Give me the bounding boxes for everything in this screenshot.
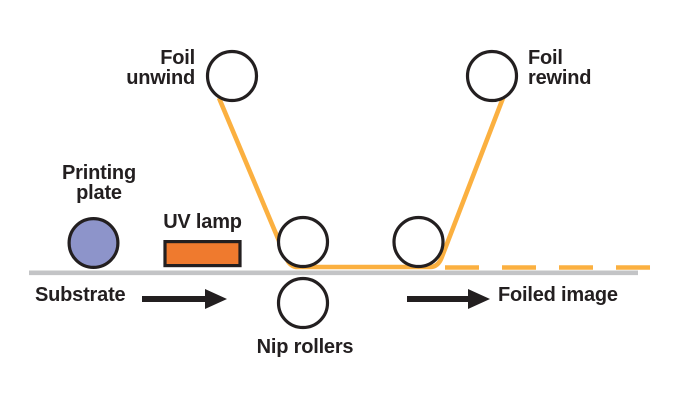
foiled-image-direction-arrow	[407, 289, 490, 309]
nip-roller-lower	[276, 276, 330, 330]
printing-plate-label: Printing plate	[62, 162, 136, 204]
foil-rewind-roller	[465, 49, 519, 103]
nip-roller-upper-left	[276, 215, 330, 269]
nip-rollers-label: Nip rollers	[256, 336, 354, 358]
foil-rewind-label: Foil rewind	[528, 47, 592, 89]
substrate-direction-arrow	[142, 289, 227, 309]
uv-lamp-label: UV lamp	[163, 211, 242, 233]
printing-plate-cylinder	[67, 217, 120, 270]
foil-unwind-roller	[205, 49, 259, 103]
foiled-image-label: Foiled image	[498, 284, 618, 306]
uv-lamp-box	[163, 240, 242, 268]
nip-roller-upper-right	[392, 215, 445, 269]
foil-unwind-label: Foil unwind	[126, 47, 195, 89]
foil-web-path	[216, 97, 506, 270]
substrate-label: Substrate	[35, 284, 126, 306]
